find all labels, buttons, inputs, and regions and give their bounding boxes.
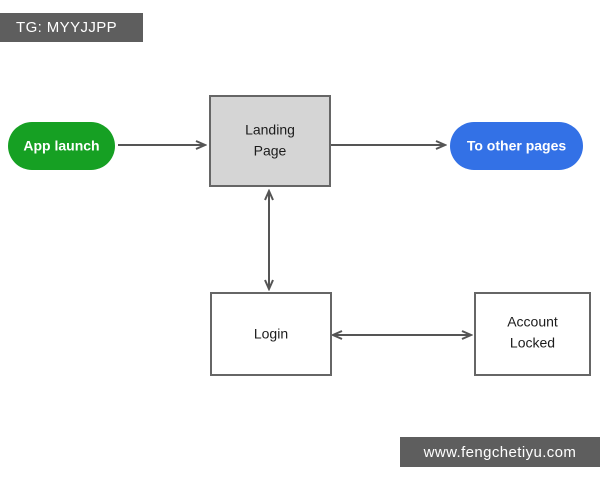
landing-page-label-line1: Landing <box>245 122 295 138</box>
tg-watermark-badge: TG: MYYJJPP <box>0 13 143 42</box>
app-launch-label: App launch <box>23 138 99 154</box>
app-launch-shape <box>8 122 115 170</box>
node-app-launch[interactable]: App launch <box>8 122 115 170</box>
node-landing-page[interactable]: Landing Page <box>209 95 331 187</box>
node-login[interactable]: Login <box>210 292 332 376</box>
to-other-pages-label: To other pages <box>467 138 567 154</box>
login-shape <box>210 292 332 376</box>
account-locked-label-line1: Account <box>507 314 558 330</box>
to-other-pages-shape <box>450 122 583 170</box>
landing-page-label-line2: Page <box>254 143 287 159</box>
account-locked-label-line2: Locked <box>510 335 555 351</box>
node-account-locked[interactable]: Account Locked <box>474 292 591 376</box>
account-locked-shape <box>474 292 591 376</box>
login-label: Login <box>254 326 288 342</box>
landing-page-shape <box>209 95 331 187</box>
node-to-other-pages[interactable]: To other pages <box>450 122 583 170</box>
site-watermark-badge: www.fengchetiyu.com <box>400 437 600 467</box>
